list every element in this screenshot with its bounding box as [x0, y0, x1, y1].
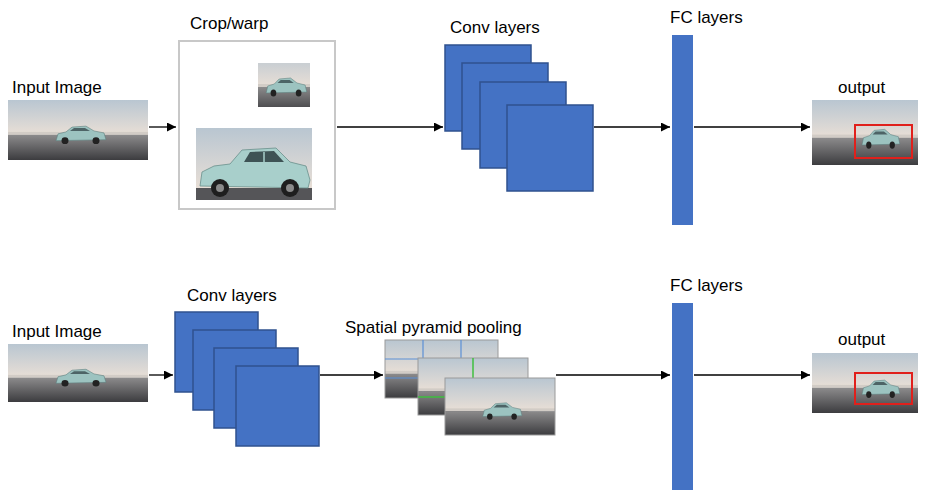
stage-label: FC layers [670, 276, 743, 296]
output-photo [812, 100, 918, 165]
pyramid-stack [385, 340, 555, 435]
conv-stack [175, 312, 319, 446]
flow-arrow [556, 374, 670, 375]
stage-node: Input Image [8, 322, 148, 402]
output-photo [812, 353, 918, 413]
flow-arrow [320, 374, 383, 375]
stage-area [812, 100, 918, 165]
flow-arrow [694, 126, 810, 127]
stage-label: output [838, 330, 885, 350]
flow-arrow [149, 126, 176, 127]
flow-arrow [149, 374, 173, 375]
crop-frame [178, 40, 336, 210]
input-photo [8, 100, 148, 160]
flow-arrow [337, 126, 443, 127]
stage-area [385, 340, 555, 436]
bounding-box [855, 373, 912, 404]
stage-node: output [812, 78, 918, 165]
stage-area [175, 312, 319, 446]
bounding-box [855, 125, 912, 158]
stage-label: FC layers [670, 8, 743, 28]
stage-area [812, 353, 918, 413]
cropped-photo [227, 51, 341, 113]
warped-photo [196, 128, 312, 200]
stage-area [8, 100, 148, 160]
stage-label: Crop/warp [190, 14, 268, 34]
crop-node: Crop/warp [178, 14, 336, 210]
conv-stack [445, 45, 593, 191]
stage-label: Spatial pyramid pooling [345, 318, 522, 338]
stage-node: Conv layers [445, 18, 593, 191]
fc-layer-node: FC layers [670, 276, 745, 490]
stage-label: Input Image [12, 78, 102, 98]
stage-node: Conv layers [175, 286, 319, 446]
fc-bar [672, 303, 693, 490]
stage-node: Spatial pyramid pooling [345, 318, 555, 436]
fc-layer-node: FC layers [670, 8, 745, 225]
fc-bar [672, 35, 693, 225]
stage-area [445, 45, 593, 191]
flow-arrow [594, 126, 670, 127]
stage-node: Input Image [8, 78, 148, 160]
stage-label: Conv layers [187, 286, 277, 306]
stage-area [8, 344, 148, 402]
input-photo [8, 344, 148, 402]
flow-arrow [694, 374, 810, 375]
stage-node: output [812, 330, 918, 413]
stage-label: Input Image [12, 322, 102, 342]
stage-label: output [838, 78, 885, 98]
stage-label: Conv layers [450, 18, 540, 38]
